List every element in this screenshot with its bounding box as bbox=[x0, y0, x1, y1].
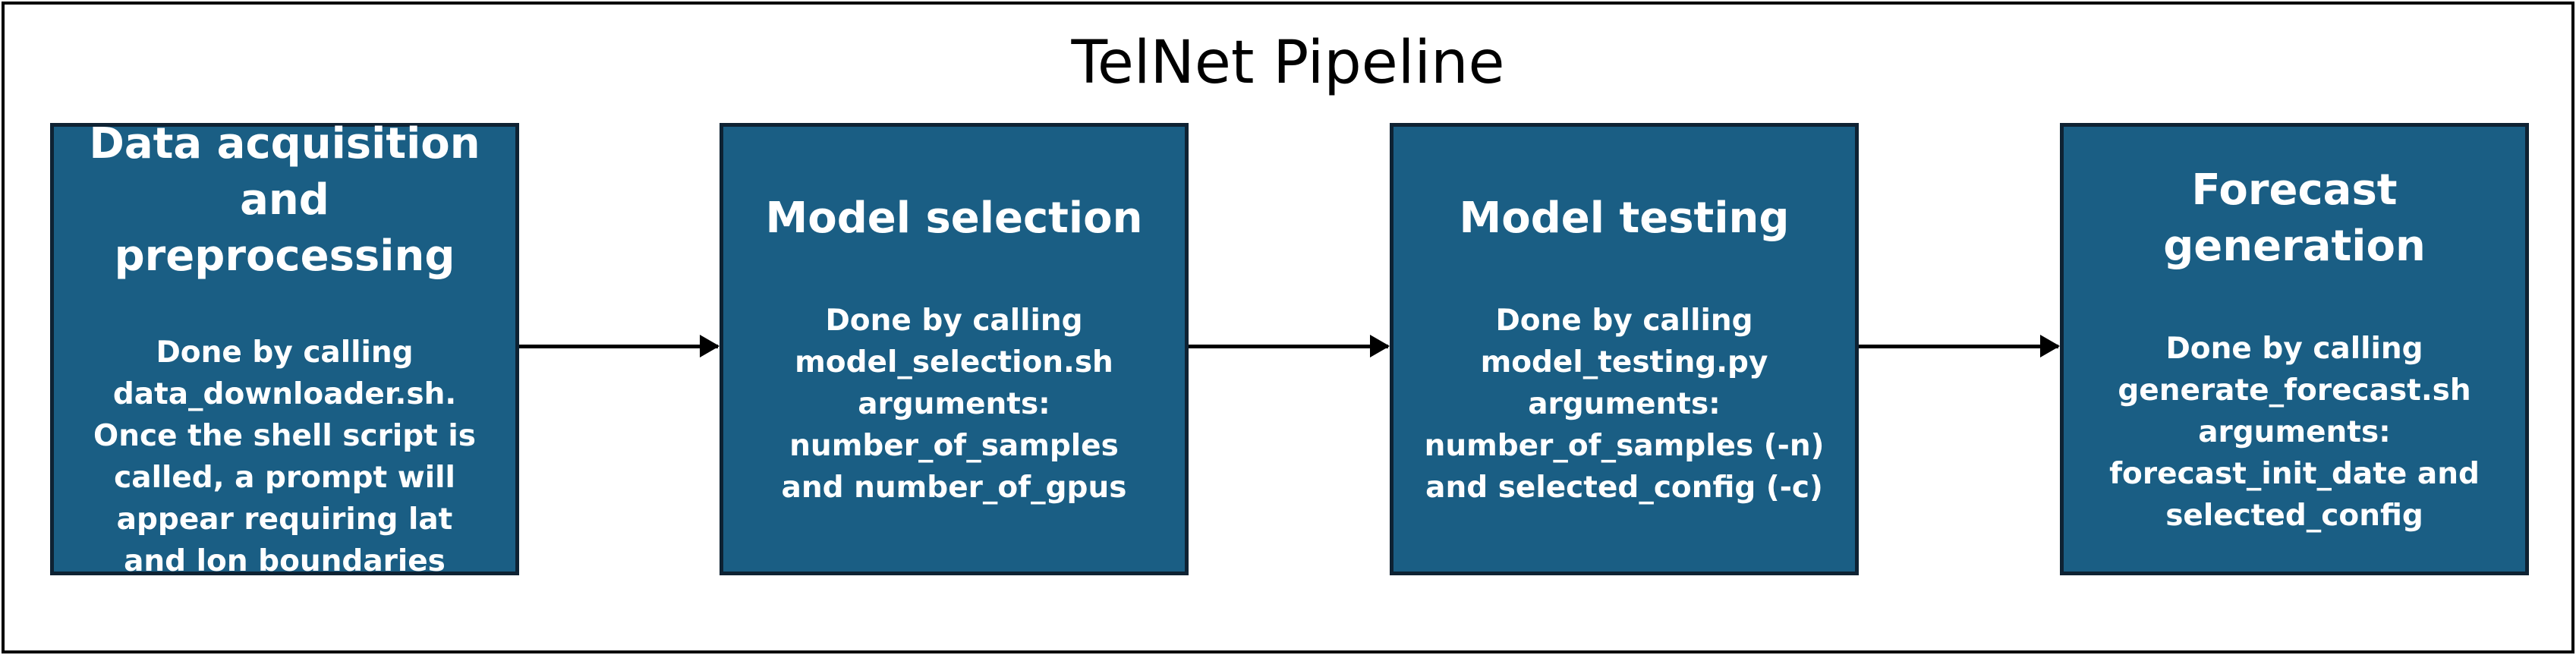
stage-model-selection: Model selection Done by calling model_se… bbox=[720, 123, 1189, 575]
stage-title: Data acquisition and preprocessing bbox=[89, 119, 480, 281]
stage-title: Model selection bbox=[765, 193, 1143, 243]
stage-title: Model testing bbox=[1459, 193, 1790, 243]
stage-description: Done by calling model_selection.sh argum… bbox=[781, 303, 1127, 505]
diagram-title: TelNet Pipeline bbox=[1071, 29, 1505, 97]
stage-model-testing: Model testing Done by calling model_test… bbox=[1390, 123, 1859, 575]
stage-forecast-generation: Forecast generation Done by calling gene… bbox=[2060, 123, 2529, 575]
flow-arrow-2 bbox=[1189, 335, 1390, 357]
flow-arrow-1 bbox=[519, 335, 720, 357]
stage-data-acquisition: Data acquisition and preprocessing Done … bbox=[50, 119, 519, 578]
stage-title: Forecast generation bbox=[2163, 165, 2426, 271]
stage-description: Done by calling data_downloader.sh. Once… bbox=[93, 335, 476, 578]
stage-description: Done by calling generate_forecast.sh arg… bbox=[2109, 331, 2480, 533]
flow-arrow-3 bbox=[1859, 335, 2060, 357]
stage-description: Done by calling model_testing.py argumen… bbox=[1424, 303, 1825, 505]
